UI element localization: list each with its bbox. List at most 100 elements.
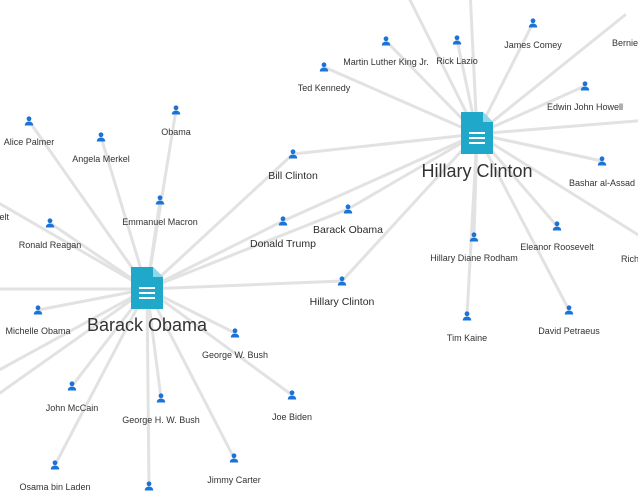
person-icon[interactable] — [50, 460, 60, 470]
person-node-biden[interactable]: Joe Biden — [272, 390, 312, 422]
person-label: Eleanor Roosevelt — [520, 242, 594, 252]
person-icon[interactable] — [45, 218, 55, 228]
graph-edge — [281, 132, 479, 223]
person-icon[interactable] — [24, 116, 34, 126]
person-icon[interactable] — [171, 105, 181, 115]
person-label: Bernie — [612, 38, 638, 48]
person-icon[interactable] — [278, 216, 288, 226]
document-icon[interactable] — [461, 112, 493, 154]
person-label: Hillary Clinton — [310, 296, 375, 308]
person-node-mccain[interactable]: John McCain — [46, 381, 99, 413]
person-node-binladen[interactable]: Osama bin Laden — [19, 460, 91, 492]
person-label: John McCain — [46, 403, 99, 413]
person-icon[interactable] — [580, 81, 590, 91]
person-node-bill[interactable]: Bill Clinton — [268, 149, 318, 182]
graph-edge — [145, 219, 285, 291]
person-icon[interactable] — [287, 390, 297, 400]
graph-edge — [475, 84, 587, 136]
person-label: George W. Bush — [202, 350, 268, 360]
graph-edge — [465, 132, 479, 318]
person-label: Bill Clinton — [268, 170, 318, 182]
hub-node-clinton[interactable]: Hillary Clinton — [421, 112, 533, 181]
person-node-bernie[interactable]: Bernie — [612, 38, 638, 48]
hub-label: Hillary Clinton — [421, 161, 532, 181]
person-node-mlk[interactable]: Martin Luther King Jr. — [343, 36, 429, 67]
person-node-rich[interactable]: Rich — [621, 254, 638, 264]
person-label: Jimmy Carter — [207, 475, 261, 485]
person-label: Obama — [161, 127, 191, 137]
person-icon[interactable] — [144, 481, 154, 491]
graph-edge — [0, 287, 149, 372]
graph-edge — [408, 0, 479, 136]
person-label: Alice Palmer — [4, 137, 55, 147]
person-node-obama3[interactable]: Obama — [161, 105, 191, 137]
person-icon[interactable] — [288, 149, 298, 159]
person-icon[interactable] — [469, 232, 479, 242]
person-icon[interactable] — [528, 18, 538, 28]
graph-edge — [53, 287, 149, 467]
person-node-petraeus[interactable]: David Petraeus — [538, 305, 600, 336]
person-icon[interactable] — [319, 62, 329, 72]
person-icon[interactable] — [552, 221, 562, 231]
person-label: David Petraeus — [538, 326, 600, 336]
graph-edge — [0, 287, 149, 395]
person-node-clinton2[interactable]: Hillary Clinton — [310, 276, 375, 308]
hub-label: Barack Obama — [87, 315, 208, 335]
person-icon[interactable] — [155, 195, 165, 205]
graph-edge — [99, 135, 149, 291]
person-node-unlabeled1[interactable] — [144, 481, 154, 491]
person-icon[interactable] — [343, 204, 353, 214]
graph-edge — [475, 119, 638, 136]
graph-edge — [322, 65, 479, 136]
graph-edge — [36, 287, 149, 312]
person-node-kennedy[interactable]: Ted Kennedy — [298, 62, 351, 93]
person-node-carter[interactable]: Jimmy Carter — [207, 453, 261, 485]
person-icon[interactable] — [381, 36, 391, 46]
graph-edge — [475, 132, 604, 163]
person-icon[interactable] — [33, 305, 43, 315]
person-label: Barack Obama — [313, 224, 383, 236]
person-node-trump[interactable]: Donald Trump — [250, 216, 316, 250]
graph-edge — [468, 0, 479, 136]
person-icon[interactable] — [229, 453, 239, 463]
person-label: Rick Lazio — [436, 56, 478, 66]
person-node-palmer[interactable]: Alice Palmer — [4, 116, 55, 147]
graph-edge — [145, 287, 294, 397]
person-node-howell[interactable]: Edwin John Howell — [547, 81, 623, 112]
graph-edge — [145, 152, 295, 291]
person-label: Michelle Obama — [5, 326, 70, 336]
person-node-lazio[interactable]: Rick Lazio — [436, 35, 478, 66]
person-icon[interactable] — [67, 381, 77, 391]
person-node-comey[interactable]: James Comey — [504, 18, 562, 50]
person-label: velt — [0, 212, 9, 222]
person-icon[interactable] — [156, 393, 166, 403]
hub-node-obama[interactable]: Barack Obama — [87, 267, 208, 335]
person-icon[interactable] — [564, 305, 574, 315]
person-node-kaine[interactable]: Tim Kaine — [447, 311, 487, 343]
person-node-roosevelt[interactable]: Eleanor Roosevelt — [520, 221, 594, 252]
person-icon[interactable] — [337, 276, 347, 286]
person-node-ghwbush[interactable]: George H. W. Bush — [122, 393, 200, 425]
person-icon[interactable] — [452, 35, 462, 45]
graph-edge — [27, 119, 149, 291]
graph-nodes: Martin Luther King Jr. Rick Lazio James Co… — [0, 18, 638, 492]
person-label: Tim Kaine — [447, 333, 487, 343]
person-node-assad[interactable]: Bashar al-Assad — [569, 156, 635, 188]
person-icon[interactable] — [230, 328, 240, 338]
person-node-rodham[interactable]: Hillary Diane Rodham — [430, 232, 518, 263]
person-node-merkel[interactable]: Angela Merkel — [72, 132, 130, 164]
person-node-macron[interactable]: Emmanuel Macron — [122, 195, 198, 227]
person-node-gwbush[interactable]: George W. Bush — [202, 328, 268, 360]
person-node-reagan[interactable]: Ronald Reagan — [19, 218, 82, 250]
person-icon[interactable] — [96, 132, 106, 142]
person-node-velt[interactable]: velt — [0, 212, 9, 222]
person-node-obama2[interactable]: Barack Obama — [313, 204, 383, 236]
graph-edge — [145, 207, 350, 291]
person-label: Martin Luther King Jr. — [343, 57, 429, 67]
person-icon[interactable] — [462, 311, 472, 321]
graph-edge — [346, 132, 479, 211]
person-node-michelle[interactable]: Michelle Obama — [5, 305, 71, 336]
document-icon[interactable] — [131, 267, 163, 309]
person-icon[interactable] — [597, 156, 607, 166]
